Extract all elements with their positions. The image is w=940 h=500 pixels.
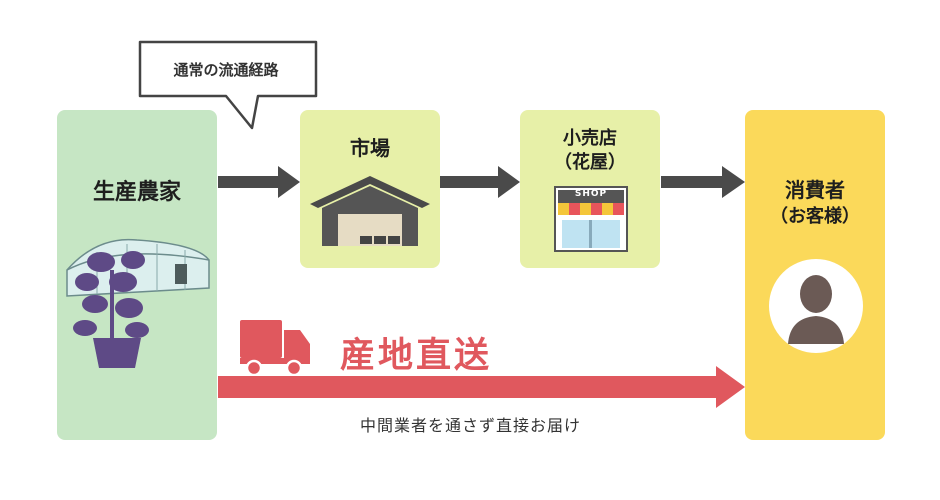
shop-label-line1: 小売店 — [563, 128, 617, 149]
truck-icon — [240, 320, 310, 364]
arrow-farmer-to-market — [218, 166, 300, 198]
consumer-label-line2: （お客様） — [770, 206, 860, 227]
direct-shipping-subtitle: 中間業者を通さず直接お届け — [360, 416, 582, 435]
arrow-shop-to-consumer — [661, 166, 745, 198]
consumer-card: 消費者 （お客様） — [745, 110, 885, 440]
market-label: 市場 — [350, 136, 390, 160]
direct-shipping-title: 産地直送 — [340, 336, 493, 376]
farmer-card: 生産農家 — [57, 110, 217, 440]
shop-storefront-icon — [554, 186, 628, 252]
bubble-text: 通常の流通経路 — [173, 61, 279, 79]
warehouse-icon — [310, 176, 430, 246]
greenhouse-plant-icon — [66, 238, 210, 368]
farmer-label: 生産農家 — [92, 180, 181, 205]
consumer-label-line1: 消費者 — [785, 178, 845, 202]
shop-sign-text: SHOP — [574, 189, 608, 199]
market-card: 市場 — [300, 110, 440, 268]
shop-card: 小売店 （花屋） SHOP — [520, 110, 660, 268]
arrow-market-to-shop — [440, 166, 520, 198]
direct-arrow — [218, 366, 745, 408]
truck-wheel-back — [245, 359, 263, 377]
shop-label-line2: （花屋） — [554, 152, 626, 173]
truck-wheel-front — [285, 359, 303, 377]
person-avatar-icon — [769, 259, 863, 353]
